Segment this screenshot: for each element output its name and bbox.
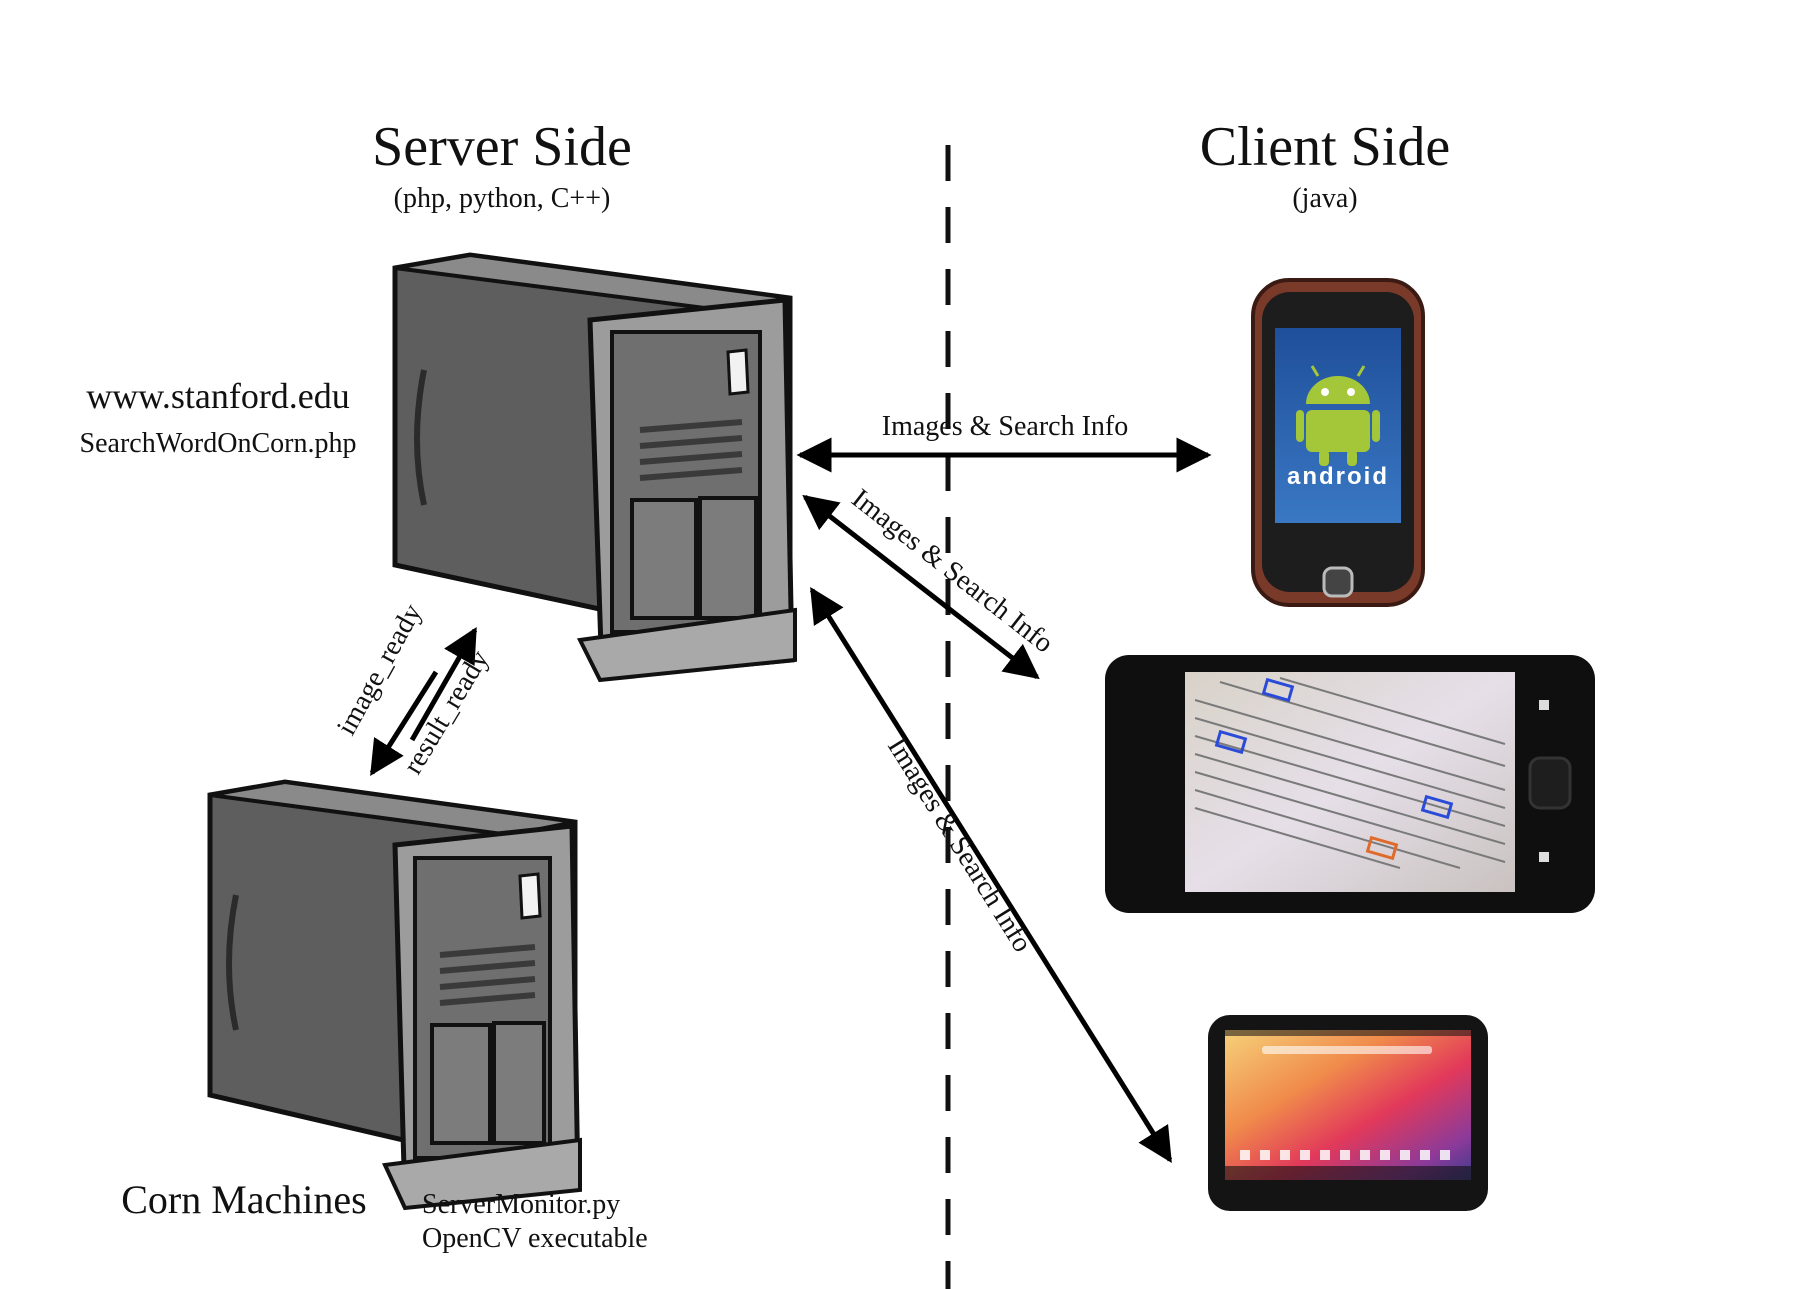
android-phone-icon: android (1251, 278, 1425, 607)
tablet-arrow-label: Images & Search Info (881, 732, 1038, 957)
landscape-phone-icon (1105, 655, 1595, 913)
landscape-phone-arrow (802, 494, 1040, 680)
image-ready-arrow (369, 670, 439, 776)
landscape-phone-arrow-label: Images & Search Info (846, 483, 1059, 659)
client-side-title: Client Side (1200, 116, 1450, 178)
android-logo-text: android (1287, 463, 1389, 490)
corn-file-monitor: ServerMonitor.py (422, 1189, 620, 1220)
result-ready-arrow (409, 626, 478, 742)
tablet-icon (1208, 1015, 1488, 1211)
android-robot-icon (1296, 365, 1380, 466)
server-side-subtitle: (php, python, C++) (394, 183, 611, 214)
web-server-icon (392, 252, 797, 683)
web-server-host-label: www.stanford.edu (86, 376, 350, 416)
web-server-file-label: SearchWordOnCorn.php (80, 428, 357, 459)
tablet-arrow (809, 587, 1173, 1163)
corn-file-opencv: OpenCV executable (422, 1223, 648, 1254)
client-side-subtitle: (java) (1292, 183, 1357, 214)
corn-machine-icon (207, 779, 582, 1211)
phone-arrow-label: Images & Search Info (882, 411, 1128, 442)
server-side-title: Server Side (372, 116, 632, 178)
image-ready-label: image_ready (331, 599, 428, 740)
corn-machines-label: Corn Machines (121, 1177, 367, 1222)
